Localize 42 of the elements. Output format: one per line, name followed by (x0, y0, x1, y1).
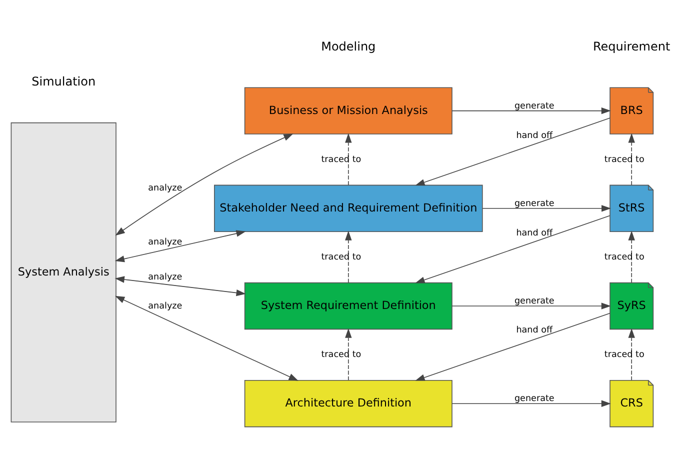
arrow (482, 205, 612, 212)
arrow (452, 302, 611, 310)
arrow (115, 296, 298, 381)
arrow (345, 328, 352, 381)
edge-label: generate (514, 101, 554, 112)
label: Simulation (32, 74, 96, 89)
edge-label: traced to (604, 252, 644, 262)
arrow (115, 134, 294, 236)
arrow (628, 133, 635, 186)
edge-label: analyze (148, 237, 182, 248)
arrow (345, 133, 352, 186)
arrow (452, 107, 611, 114)
arrow (452, 400, 611, 407)
node-box: System Analysis (10, 122, 116, 422)
edge-label: analyze (148, 184, 182, 194)
edge-label: analyze (148, 301, 182, 312)
arrow (415, 312, 610, 381)
edge-label: hand off (516, 325, 553, 336)
arrow (415, 215, 610, 284)
edge-label: traced to (321, 252, 362, 262)
arrow (628, 230, 635, 284)
node-box: Stakeholder Need and Requirement Definition (214, 184, 483, 232)
edge-label: hand off (516, 228, 553, 238)
arrow (114, 230, 246, 262)
label: Modeling (321, 39, 376, 54)
node-box: System Requirement Definition (244, 282, 452, 330)
edge-label: generate (514, 394, 554, 404)
edge-label: traced to (321, 154, 362, 165)
edge-label: generate (514, 198, 554, 209)
edge-label: traced to (321, 350, 362, 360)
label: Requirement (593, 39, 670, 54)
edge-label: traced to (604, 154, 644, 165)
node-box: Architecture Definition (244, 380, 452, 428)
arrow (345, 230, 352, 284)
edge-label: hand off (516, 130, 553, 141)
edge-label: generate (514, 296, 554, 306)
arrow (415, 118, 610, 186)
node-box: Business or Mission Analysis (244, 87, 452, 134)
edge-label: analyze (148, 272, 182, 282)
arrow (114, 276, 246, 296)
edge-label: traced to (604, 350, 644, 360)
arrow (628, 328, 635, 381)
